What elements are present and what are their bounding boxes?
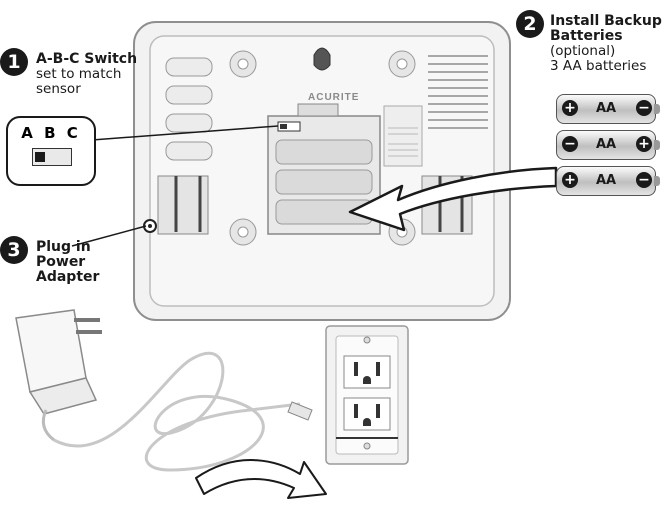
step-1-desc-line-2: sensor	[36, 81, 81, 97]
step-2-title-line-1: Install Backup	[550, 13, 662, 29]
aa-battery-2: − AA +	[556, 130, 660, 160]
battery-3-label: AA	[595, 173, 617, 188]
step-2-callout: Install Backup Batteries (optional) 3 AA…	[550, 14, 662, 74]
battery-2-label: AA	[595, 137, 617, 152]
aa-battery-1: + AA −	[556, 94, 660, 124]
step-2-title-line-2: Batteries	[550, 28, 623, 44]
abc-switch-slot	[32, 148, 72, 166]
step-1-callout: A-B-C Switch set to match sensor	[36, 52, 137, 97]
plug-arrow	[195, 459, 327, 499]
step-1-desc-line-1: set to match	[36, 66, 122, 82]
battery-1-left-terminal: +	[562, 100, 578, 116]
abc-switch-knob	[35, 152, 45, 162]
step-2-desc-line-2: 3 AA batteries	[550, 58, 647, 74]
leader-lines	[71, 125, 279, 247]
battery-2-left-terminal: −	[562, 136, 578, 152]
step-2-number-badge: 2	[516, 10, 544, 38]
step-3-callout: Plug in Power Adapter	[36, 240, 99, 285]
battery-3-right-terminal: −	[636, 172, 652, 188]
step-3-title-line-1: Plug in	[36, 239, 91, 255]
wall-outlet	[325, 325, 409, 465]
step-3-number-badge: 3	[0, 236, 28, 264]
step-3-title-line-3: Adapter	[36, 269, 100, 285]
battery-1-right-terminal: −	[636, 100, 652, 116]
aa-battery-3: + AA −	[556, 166, 660, 196]
step-1-number-badge: 1	[0, 48, 28, 76]
battery-3-left-terminal: +	[562, 172, 578, 188]
device-brand-label: ACURITE	[308, 92, 360, 103]
battery-2-right-terminal: +	[636, 136, 652, 152]
step-2-desc-line-1: (optional)	[550, 43, 616, 59]
step-3-title-line-2: Power	[36, 254, 86, 270]
insert-arrow	[348, 166, 558, 232]
battery-1-label: AA	[595, 101, 617, 116]
power-cord	[53, 351, 301, 472]
abc-switch-letters: A B C	[21, 124, 81, 142]
step-1-title: A-B-C Switch	[36, 51, 138, 67]
abc-switch-inset: A B C	[6, 116, 96, 186]
power-adapter	[15, 309, 102, 442]
